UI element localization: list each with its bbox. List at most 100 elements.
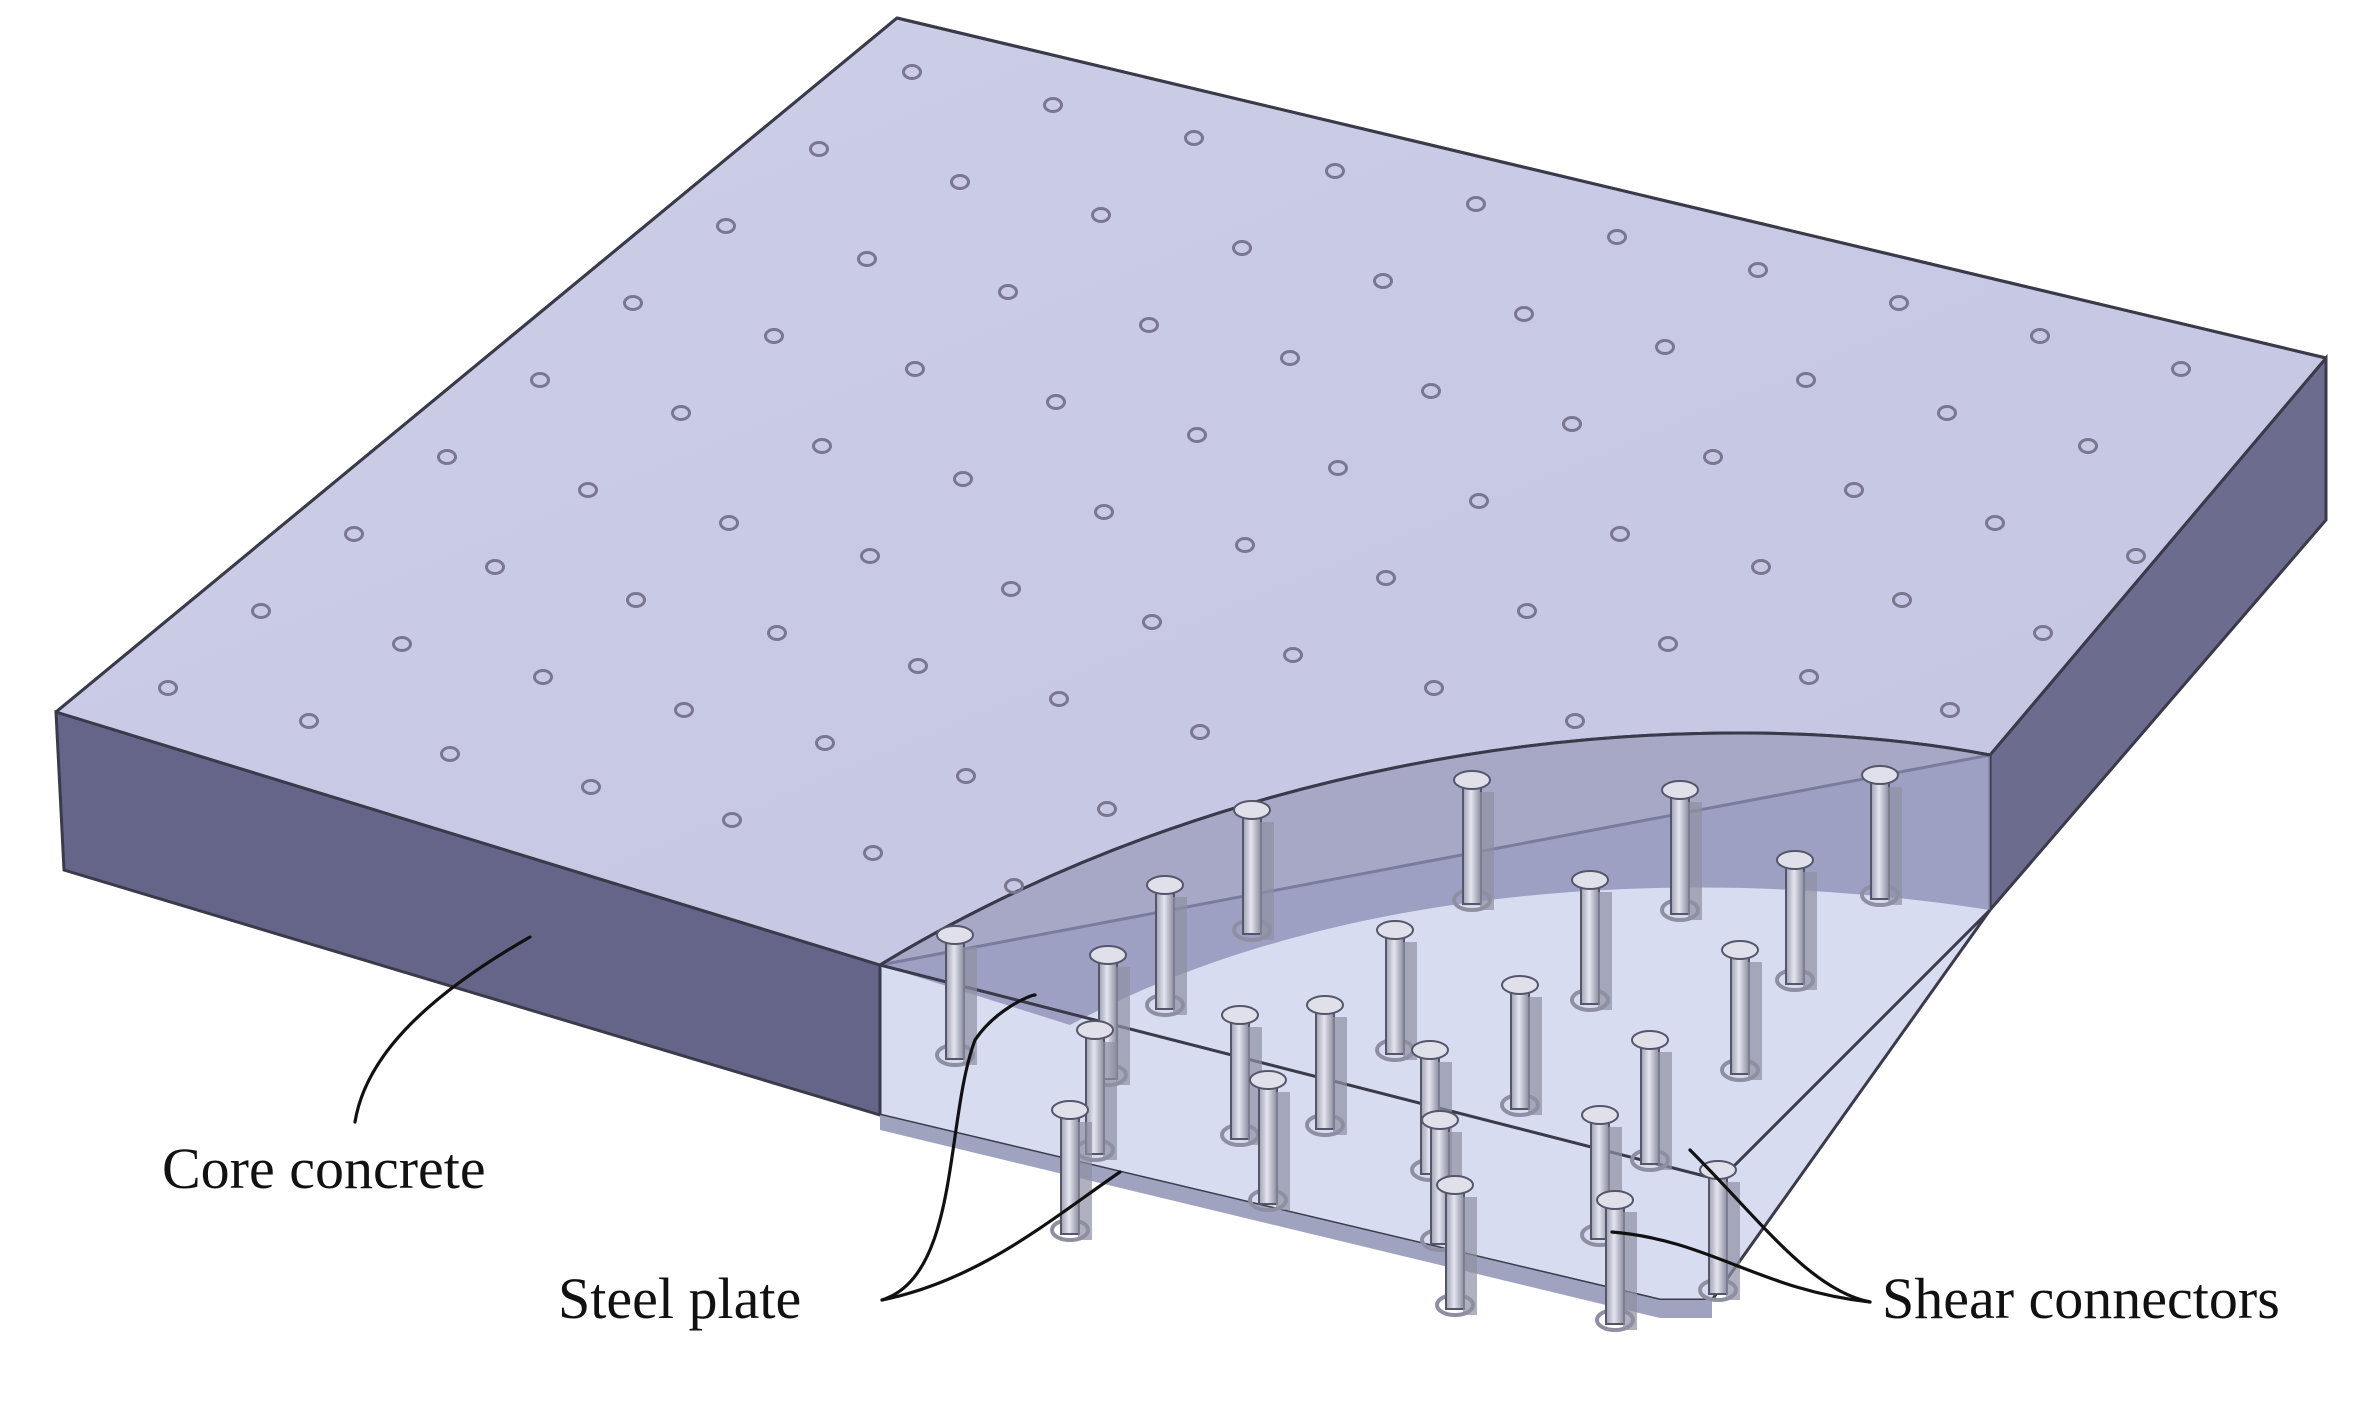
shear-connector-stud-icon: [1775, 850, 1817, 992]
top-hole-icon: [1142, 614, 1162, 630]
shear-connector-stud-icon: [1660, 780, 1702, 922]
top-hole-icon: [1325, 163, 1345, 179]
top-hole-icon: [1094, 504, 1114, 520]
top-hole-icon: [722, 812, 742, 828]
top-hole-icon: [1940, 702, 1960, 718]
top-hole-icon: [908, 658, 928, 674]
top-hole-icon: [1937, 405, 1957, 421]
top-hole-icon: [1751, 559, 1771, 575]
top-surface-hole-grid: [158, 64, 2191, 894]
top-hole-icon: [1097, 801, 1117, 817]
top-hole-icon: [530, 372, 550, 388]
shear-connector-stud-icon: [1630, 1030, 1672, 1172]
top-hole-icon: [299, 713, 319, 729]
shear-connector-stud-icon: [1860, 765, 1902, 907]
top-hole-icon: [1049, 691, 1069, 707]
top-hole-icon: [815, 735, 835, 751]
steel-plate-leader-line-upper: [880, 993, 1037, 1302]
top-hole-icon: [533, 669, 553, 685]
shear-connector-stud-icon: [1570, 870, 1612, 1012]
top-hole-icon: [1844, 482, 1864, 498]
shear-connector-stud-icon: [1452, 770, 1494, 912]
steel-plate-leader-line-lower: [880, 1170, 1122, 1302]
shear-connector-stud-icon: [935, 925, 977, 1067]
top-hole-icon: [1376, 570, 1396, 586]
shear-connector-stud-icon: [1720, 940, 1762, 1082]
shear-connectors-leader-line-lower: [1610, 1230, 1872, 1304]
top-hole-icon: [437, 449, 457, 465]
shear-connector-stud-icon: [1075, 1020, 1117, 1162]
top-hole-icon: [1184, 130, 1204, 146]
top-hole-icon: [950, 174, 970, 190]
top-hole-icon: [1607, 229, 1627, 245]
top-hole-icon: [1658, 636, 1678, 652]
top-hole-icon: [1655, 339, 1675, 355]
top-hole-icon: [1043, 97, 1063, 113]
top-hole-icon: [623, 295, 643, 311]
top-hole-icon: [1748, 262, 1768, 278]
top-hole-icon: [1232, 240, 1252, 256]
top-hole-icon: [578, 482, 598, 498]
top-hole-icon: [1139, 317, 1159, 333]
top-hole-icon: [905, 361, 925, 377]
steel-plate-label: Steel plate: [558, 1266, 801, 1331]
top-hole-icon: [626, 592, 646, 608]
top-hole-icon: [857, 251, 877, 267]
shear-connector-stud-icon: [1220, 1005, 1262, 1147]
top-hole-icon: [251, 603, 271, 619]
slab-back-edges: [55, 16, 2328, 714]
top-hole-icon: [1799, 669, 1819, 685]
top-hole-icon: [1562, 416, 1582, 432]
top-hole-icon: [860, 548, 880, 564]
shear-connectors-label: Shear connectors: [1882, 1266, 2280, 1331]
shear-connector-stud-icon: [1435, 1175, 1477, 1317]
top-hole-icon: [158, 680, 178, 696]
top-hole-icon: [392, 636, 412, 652]
top-hole-icon: [485, 559, 505, 575]
top-hole-icon: [1610, 526, 1630, 542]
top-hole-icon: [863, 845, 883, 861]
top-hole-icon: [1703, 449, 1723, 465]
top-hole-icon: [1091, 207, 1111, 223]
top-hole-icon: [1187, 427, 1207, 443]
top-hole-icon: [581, 779, 601, 795]
top-hole-icon: [1892, 592, 1912, 608]
top-hole-icon: [1424, 680, 1444, 696]
top-hole-icon: [812, 438, 832, 454]
top-hole-icon: [1889, 295, 1909, 311]
top-hole-icon: [2078, 438, 2098, 454]
top-hole-icon: [1565, 713, 1585, 729]
top-hole-icon: [764, 328, 784, 344]
top-hole-icon: [440, 746, 460, 762]
top-hole-icon: [1190, 724, 1210, 740]
top-hole-icon: [1001, 581, 1021, 597]
top-hole-icon: [716, 218, 736, 234]
top-hole-icon: [1514, 306, 1534, 322]
top-hole-icon: [1466, 196, 1486, 212]
top-hole-icon: [902, 64, 922, 80]
top-hole-icon: [1280, 350, 1300, 366]
shear-connector-stud-icon: [1500, 975, 1542, 1117]
shear-connector-stud-icon: [1248, 1070, 1290, 1212]
top-hole-icon: [719, 515, 739, 531]
shear-connector-group: [935, 765, 1902, 1332]
top-hole-icon: [2171, 361, 2191, 377]
top-hole-icon: [2126, 548, 2146, 564]
top-hole-icon: [956, 768, 976, 784]
top-hole-icon: [998, 284, 1018, 300]
top-hole-icon: [344, 526, 364, 542]
top-hole-icon: [1469, 493, 1489, 509]
top-hole-icon: [1283, 647, 1303, 663]
top-hole-icon: [1421, 383, 1441, 399]
core-concrete-leader-line: [353, 935, 532, 1124]
top-hole-icon: [1985, 515, 2005, 531]
shear-connectors-leader-line-upper: [1688, 1148, 1872, 1304]
shear-connector-stud-icon: [1580, 1105, 1622, 1247]
cutaway-curve-edge: [879, 731, 1991, 967]
shear-connector-stud-icon: [1305, 995, 1347, 1137]
top-hole-icon: [1004, 878, 1024, 894]
shear-connector-stud-icon: [1232, 800, 1274, 942]
top-hole-icon: [1517, 603, 1537, 619]
top-hole-icon: [2033, 625, 2053, 641]
